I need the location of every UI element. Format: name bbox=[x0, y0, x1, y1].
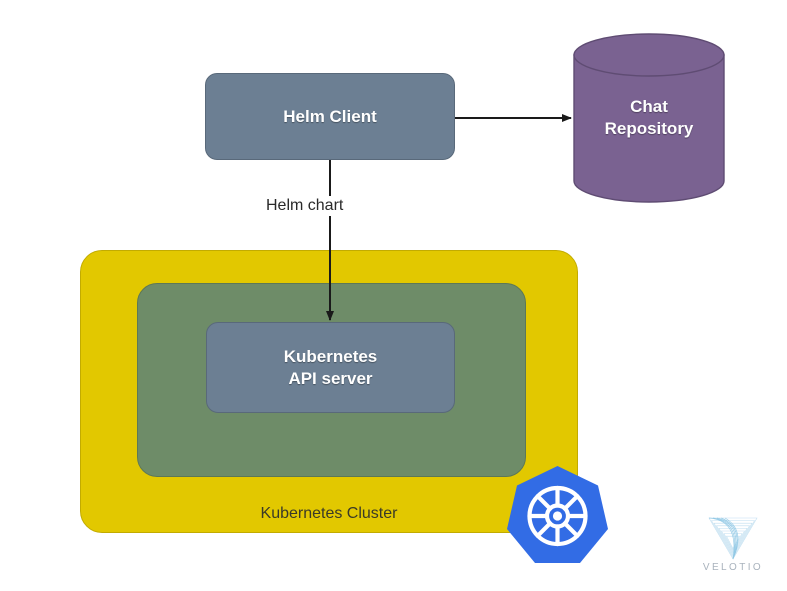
velotio-watermark: VELOTIO bbox=[687, 514, 779, 580]
chat-repository-label: Chat Repository bbox=[604, 96, 694, 138]
helm-client-label: Helm Client bbox=[283, 106, 377, 126]
helm-client-node[interactable]: Helm Client bbox=[205, 73, 455, 160]
kubernetes-cluster-label: Kubernetes Cluster bbox=[260, 505, 398, 522]
kubernetes-logo-icon bbox=[505, 464, 610, 569]
helm-chart-edge-label: Helm chart bbox=[258, 196, 352, 216]
chat-repository-node[interactable]: Chat Repository bbox=[573, 33, 725, 203]
kubernetes-api-server-label: Kubernetes API server bbox=[283, 346, 378, 388]
velotio-wordmark: VELOTIO bbox=[702, 562, 764, 573]
velotio-triangle-icon bbox=[708, 517, 758, 560]
kubernetes-api-server-node[interactable]: Kubernetes API server bbox=[206, 322, 455, 413]
cylinder-shape bbox=[573, 33, 725, 203]
